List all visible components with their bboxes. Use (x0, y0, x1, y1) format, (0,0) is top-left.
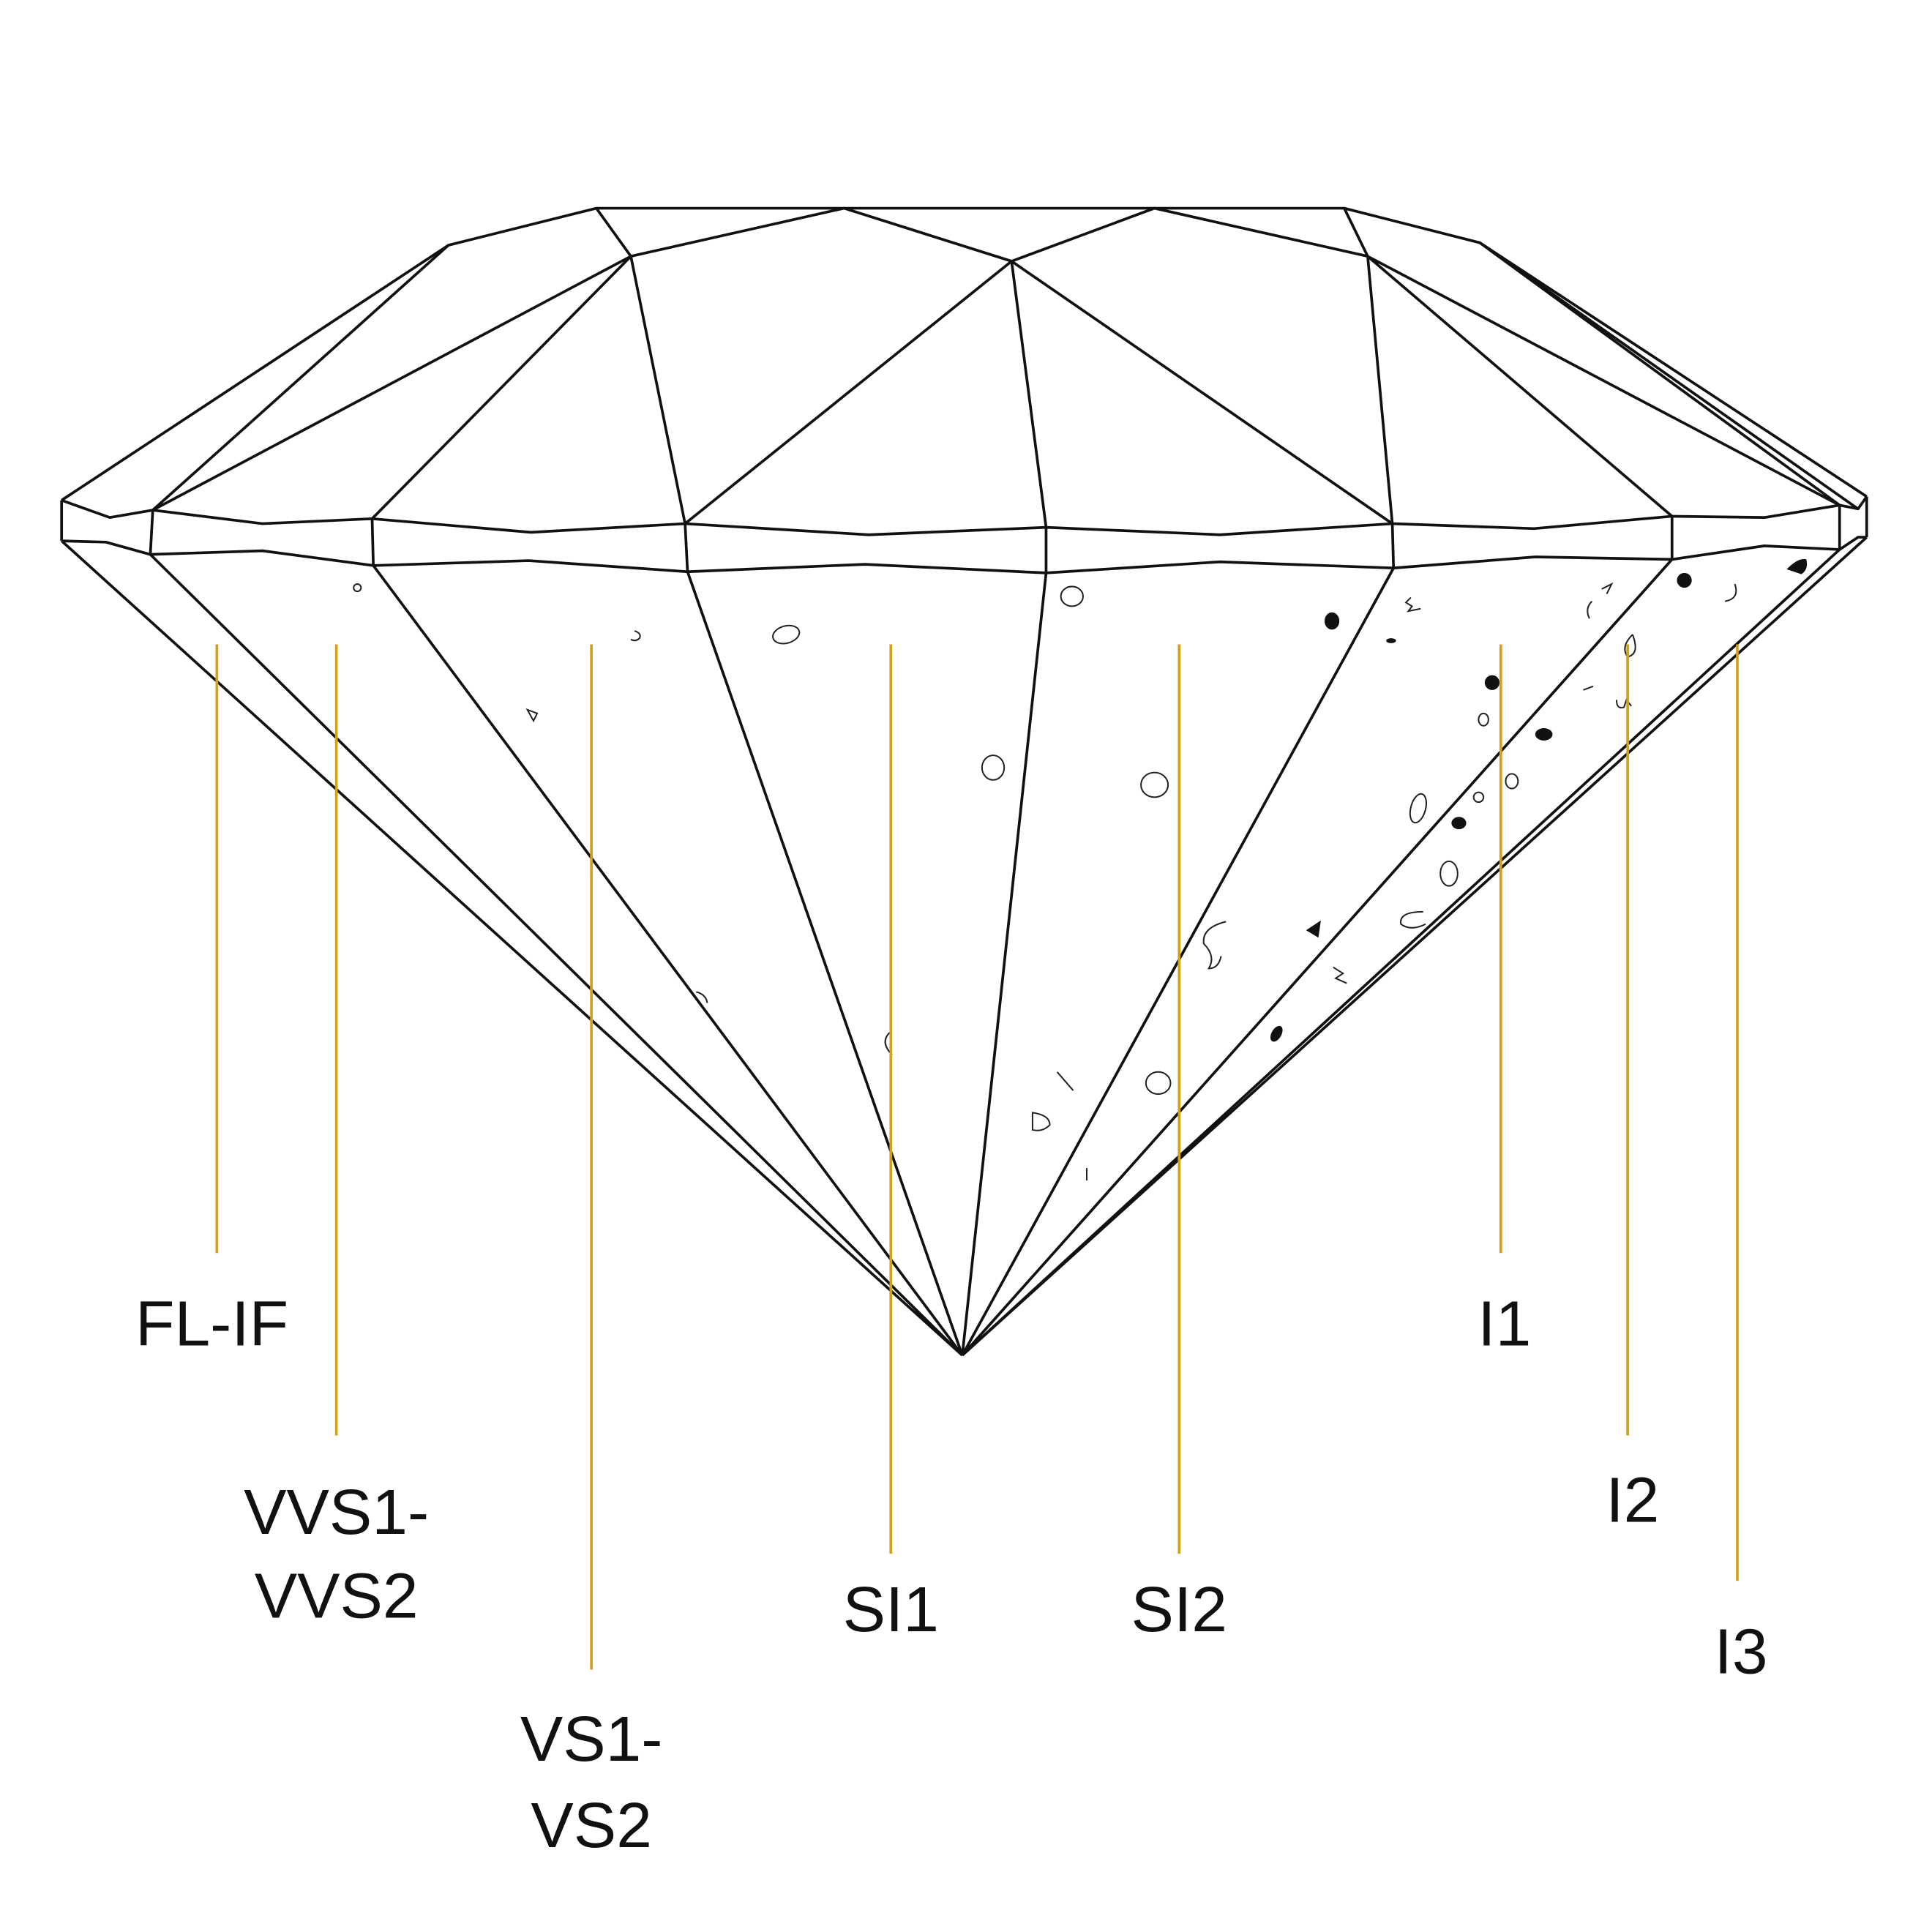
diamond-outline (60, 206, 1868, 1357)
label-fl-if: FL-IF (135, 1288, 288, 1360)
label-si2: SI2 (1131, 1573, 1227, 1645)
crown-facets (151, 242, 1860, 528)
label-vs-line1: VS1- (520, 1703, 663, 1775)
table-facets (595, 206, 1369, 263)
pavilion-facets (60, 536, 1868, 1357)
label-vvs-line2: VVS2 (255, 1560, 419, 1632)
label-i2: I2 (1606, 1464, 1659, 1535)
label-vvs-line1: VVS1- (244, 1476, 429, 1548)
label-i1: I1 (1478, 1288, 1531, 1360)
leader-lines (215, 644, 1739, 1670)
girdle-bottom (61, 536, 1867, 574)
inclusions (353, 558, 1808, 1180)
girdle-verticals (60, 496, 1868, 573)
crown-outline (61, 206, 1868, 502)
label-si1: SI1 (843, 1573, 939, 1645)
inclusion-dot (1324, 612, 1340, 630)
girdle-top (61, 495, 1868, 536)
label-vs-line2: VS2 (531, 1789, 651, 1861)
grade-labels: FL-IF VVS1- VVS2 VS1- VS2 SI1 SI2 I1 I2 … (135, 1288, 1768, 1861)
label-i3: I3 (1715, 1615, 1768, 1687)
